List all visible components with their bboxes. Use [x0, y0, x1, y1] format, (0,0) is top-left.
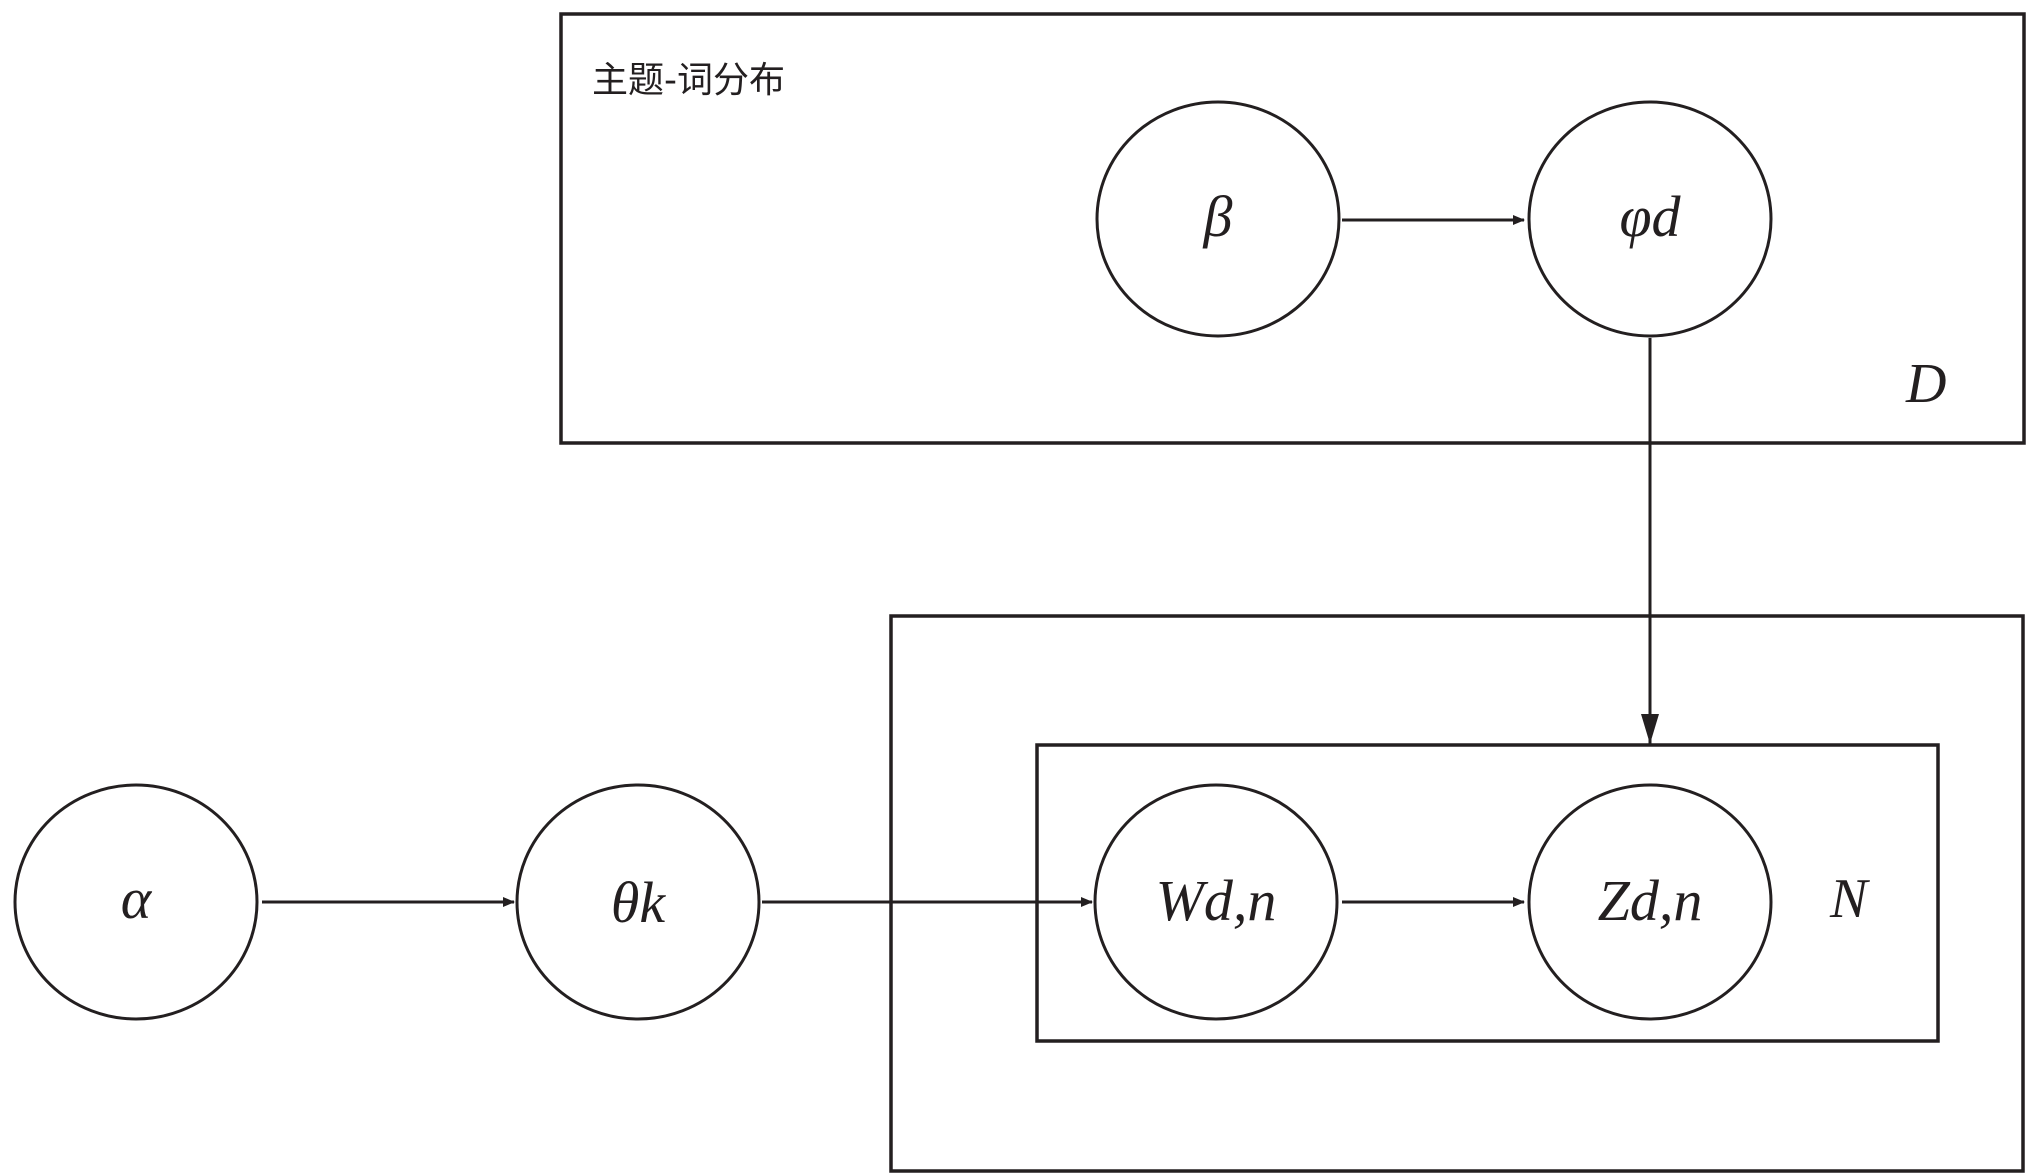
node-theta: θk — [515, 783, 761, 1021]
node-w: Wd,n — [1093, 783, 1339, 1021]
node-theta-label: θk — [611, 870, 666, 935]
plate-label-n: N — [1829, 868, 1870, 930]
topic-word-plate — [559, 12, 2026, 445]
node-phi: φd — [1527, 100, 1773, 338]
node-alpha: α — [13, 783, 259, 1021]
node-z: Zd,n — [1527, 783, 1773, 1021]
node-beta-label: β — [1203, 184, 1233, 249]
node-z-label: Zd,n — [1598, 868, 1703, 933]
node-alpha-label: α — [121, 866, 153, 931]
node-beta: β — [1095, 100, 1341, 338]
node-w-label: Wd,n — [1156, 868, 1277, 933]
node-phi-label: φd — [1619, 184, 1681, 249]
document-plate — [889, 614, 2025, 1173]
topic-word-plate-title: 主题-词分布 — [592, 60, 785, 101]
word-plate — [1035, 743, 1940, 1043]
plate-label-d: D — [1905, 353, 1946, 415]
